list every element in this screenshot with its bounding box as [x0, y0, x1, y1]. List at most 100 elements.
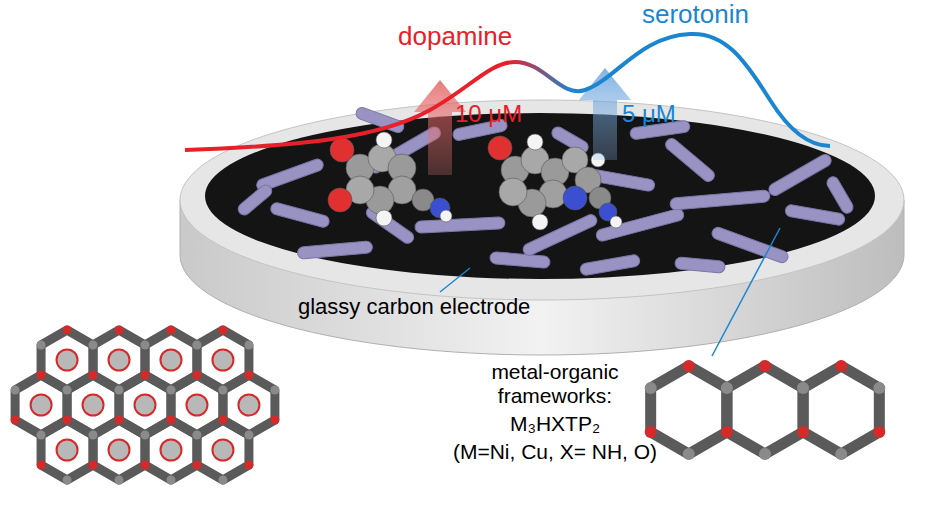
mof-core: [160, 440, 181, 461]
formula-label: M₃HXTP₂: [510, 412, 600, 436]
electrode-disk: [180, 100, 904, 355]
mof-node: [141, 431, 150, 440]
mof-core: [31, 395, 52, 416]
mof-node: [218, 386, 227, 395]
mof-node: [721, 426, 733, 438]
compound-label: dopamine: [398, 22, 512, 52]
mof-node: [141, 371, 150, 380]
mof-ring: [803, 366, 879, 454]
mof-node: [63, 326, 72, 335]
mof-node: [63, 386, 72, 395]
mof-node: [166, 416, 175, 425]
mof-node: [11, 386, 20, 395]
mof-node: [63, 416, 72, 425]
material-label: metal-organic frameworks:: [470, 360, 640, 408]
mof-core: [109, 350, 130, 371]
mof-node: [759, 360, 771, 372]
mof-node: [835, 360, 847, 372]
mof-core: [160, 350, 181, 371]
nanorod: [415, 217, 506, 234]
mof-node: [63, 386, 72, 395]
mof-node: [115, 416, 124, 425]
mof-node: [797, 382, 809, 394]
mof-node: [244, 431, 253, 440]
mof-node: [645, 382, 657, 394]
mof-node: [89, 341, 98, 350]
mof-ring: [727, 366, 803, 454]
mof-node: [270, 416, 279, 425]
nanorod: [297, 241, 373, 259]
concentration-label: 10 μM: [455, 100, 522, 128]
mof-node: [141, 371, 150, 380]
mof-node: [115, 386, 124, 395]
mof-node: [218, 476, 227, 485]
atom: [610, 216, 622, 228]
mof-node: [89, 341, 98, 350]
mof-node: [759, 448, 771, 460]
mof-node: [141, 461, 150, 470]
mof-node: [244, 341, 253, 350]
mof-node: [37, 431, 46, 440]
mof-structure: [645, 360, 886, 460]
concentration-label: 5 μM: [622, 100, 676, 128]
mof-node: [192, 371, 201, 380]
mof-node: [141, 371, 150, 380]
nanorod: [663, 136, 717, 184]
mof-core: [212, 350, 233, 371]
mof-node: [141, 431, 150, 440]
atom: [488, 136, 512, 160]
leader-line: [712, 228, 780, 356]
nanorods: [236, 106, 855, 276]
mof-node: [141, 431, 150, 440]
mof-node: [89, 431, 98, 440]
mof-node: [166, 416, 175, 425]
mof-node: [192, 431, 201, 440]
mof-node: [115, 416, 124, 425]
atom: [376, 210, 392, 226]
mof-node: [835, 448, 847, 460]
nanorod: [825, 175, 855, 216]
atom: [328, 188, 352, 212]
mof-node: [192, 461, 201, 470]
mof-ring: [197, 420, 249, 480]
mof-node: [244, 431, 253, 440]
mof-node: [166, 326, 175, 335]
leader-line: [440, 268, 470, 292]
mof-node: [218, 416, 227, 425]
mof-node: [721, 382, 733, 394]
mof-node: [37, 461, 46, 470]
mof-node: [141, 461, 150, 470]
mof-node: [115, 476, 124, 485]
mof-node: [192, 371, 201, 380]
mof-node: [192, 371, 201, 380]
mof-core: [186, 395, 207, 416]
mof-core: [109, 440, 130, 461]
nanorod: [269, 201, 330, 228]
mof-node: [141, 341, 150, 350]
mof-node: [797, 426, 809, 438]
atom: [440, 210, 452, 222]
mof-node: [37, 371, 46, 380]
mof-ring: [41, 420, 93, 480]
mof-node: [192, 341, 201, 350]
mof-node: [218, 386, 227, 395]
mof-core: [135, 395, 156, 416]
mof-node: [89, 431, 98, 440]
mof-node: [721, 426, 733, 438]
mof-node: [218, 326, 227, 335]
nanorod: [767, 152, 834, 197]
mof-node: [244, 461, 253, 470]
atom: [532, 214, 548, 230]
mof-core: [238, 395, 259, 416]
mof-node: [873, 382, 885, 394]
mof-node: [89, 371, 98, 380]
mof-node: [63, 476, 72, 485]
mof-ring: [145, 420, 197, 480]
voltammogram-curve: [185, 34, 830, 150]
nanorod: [579, 254, 640, 276]
molecules: [328, 132, 622, 230]
mof-node: [270, 386, 279, 395]
mof-node: [89, 461, 98, 470]
nanorod: [490, 251, 551, 268]
